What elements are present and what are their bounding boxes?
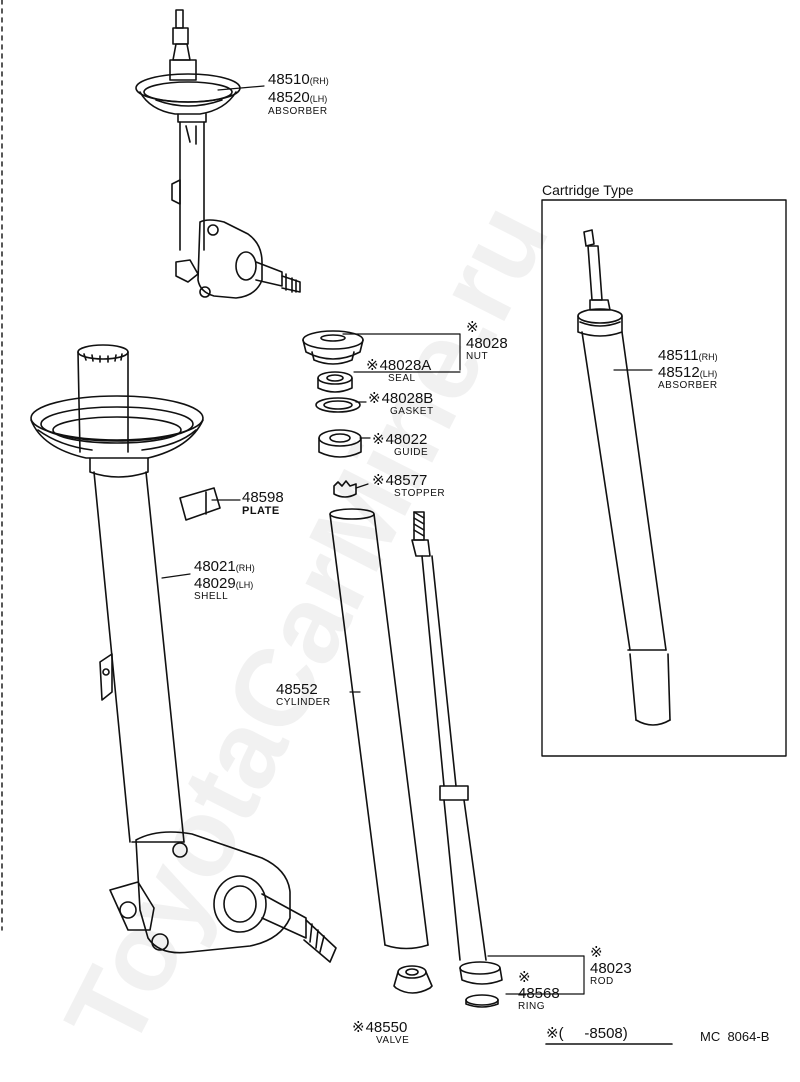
shell-label: 48021(RH) 48029(LH) SHELL [194,559,255,602]
part-name: GUIDE [394,447,429,458]
part-number: 48550 [365,1019,408,1036]
cylinder-label: 48552 CYLINDER [276,682,331,708]
part-number: 48029 [194,575,236,592]
cylinder-part [329,508,429,950]
part-number: 48512 [658,364,700,381]
nut-label: ※ 48028 NUT [466,320,508,362]
cartridge-type-box [541,199,787,757]
part-suffix: (RH) [698,352,718,362]
gasket-part [315,397,361,413]
part-name: GASKET [390,406,434,417]
part-name: ABSORBER [268,106,328,117]
part-mark: ※ [352,1019,365,1036]
seal-part [317,371,353,393]
stopper-label: ※48577 STOPPER [372,473,445,499]
part-name: RING [518,1001,545,1012]
cartridge-type-title: Cartridge Type [542,182,634,198]
valve-part [393,965,433,994]
small-strut-assembly [135,9,301,299]
part-mark: ※ [372,472,385,489]
part-mark: ※ [368,390,381,407]
part-number: 48022 [385,431,428,448]
part-suffix: (LH) [309,94,328,104]
part-suffix: (RH) [309,76,329,86]
part-number: 48028A [379,357,432,374]
nut-part [302,330,364,365]
rod-part [411,511,503,985]
rod-label: ※ 48023 ROD [590,945,632,987]
footnote: ※( -8508) [546,1025,628,1042]
plate-part [179,487,221,521]
part-mark: ※ [518,969,531,986]
part-number: 48520 [268,89,310,106]
part-name: PLATE [242,505,280,517]
absorber-main-label: 48510(RH) 48520(LH) ABSORBER [268,72,329,117]
part-number: 48028 [466,335,508,352]
part-suffix: (LH) [235,580,254,590]
part-number: 48552 [276,681,318,698]
valve-label: ※48550 VALVE [352,1020,409,1046]
cartridge-absorber [577,229,671,726]
gasket-label: ※48028B GASKET [368,391,434,417]
part-name: ROD [590,976,614,987]
part-number: 48023 [590,960,632,977]
part-number: 48577 [385,472,428,489]
part-name: SHELL [194,591,229,602]
part-suffix: (RH) [235,563,255,573]
part-name: ABSORBER [658,380,718,391]
guide-label: ※48022 GUIDE [372,432,428,458]
leader-lines [161,85,673,1045]
part-number: 48511 [658,347,699,364]
plate-label: 48598 PLATE [242,490,284,517]
stopper-part [333,480,357,498]
part-number: 48568 [518,985,560,1002]
part-number: 48028B [381,390,434,407]
part-mark: ※ [372,431,385,448]
part-number: 48021 [194,558,236,575]
part-name: STOPPER [394,488,446,499]
shell-assembly [30,344,337,963]
part-name: CYLINDER [276,697,331,708]
part-number: 48598 [242,489,284,506]
absorber-cartridge-label: 48511(RH) 48512(LH) ABSORBER [658,348,718,391]
part-name: SEAL [388,373,416,384]
part-name: VALVE [376,1035,410,1046]
part-mark: ※ [466,319,479,336]
seal-label: ※48028A SEAL [366,358,431,384]
part-suffix: (LH) [699,369,718,379]
part-mark: ※ [590,944,603,961]
part-name: NUT [466,351,489,362]
ring-label: ※ 48568 RING [518,970,560,1012]
part-mark: ※ [366,357,379,374]
figure-code: MC 8064-B [700,1029,770,1044]
ring-part [465,994,499,1008]
part-number: 48510 [268,71,310,88]
